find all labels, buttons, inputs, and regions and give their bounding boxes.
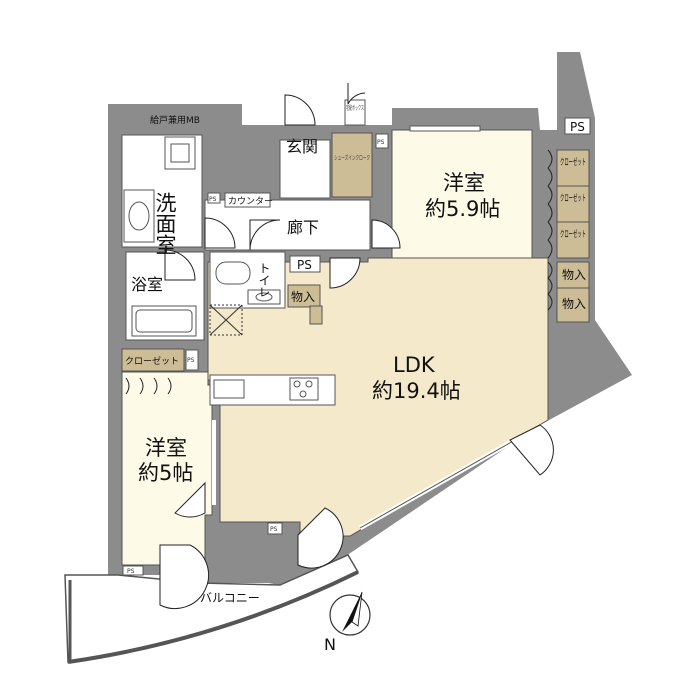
- closet-4: [121, 348, 185, 372]
- labels: 洋室 約5.9帖 LDK 約19.4帖 洋室 約5帖 玄関 廊下 洗面室 浴室 …: [122, 104, 591, 576]
- counter-top: [224, 192, 271, 208]
- svg-text:クローゼット: クローゼット: [560, 156, 586, 168]
- ldk-name: LDK: [393, 353, 436, 377]
- compass: N: [324, 591, 371, 654]
- hallway-label: 廊下: [287, 218, 319, 237]
- svg-text:PS: PS: [297, 258, 312, 272]
- svg-text:PS: PS: [187, 357, 195, 364]
- washroom-label: 洗面室: [153, 192, 177, 255]
- svg-text:PS: PS: [570, 120, 585, 134]
- entrance-door: [284, 94, 316, 126]
- balcony-rail: [67, 570, 359, 664]
- ldk-size: 約19.4帖: [372, 379, 461, 403]
- svg-text:クローゼット: クローゼット: [125, 355, 179, 367]
- closet-1: [556, 149, 590, 187]
- svg-text:PS: PS: [270, 526, 278, 533]
- toilet-door: [249, 219, 281, 251]
- storage-1: [556, 261, 590, 289]
- western-1-size: 約5.9帖: [425, 197, 500, 221]
- compass-needle: [342, 592, 362, 632]
- storage-4: [309, 305, 323, 325]
- western-2-door: [174, 481, 206, 518]
- western-2-size: 約5帖: [138, 461, 193, 485]
- entrance-label: 玄関: [286, 137, 318, 156]
- ps-labels: PS PS PS PS PS PS PS: [122, 117, 591, 576]
- svg-text:物入: 物入: [562, 268, 586, 282]
- balcony: バルコニー: [64, 554, 360, 664]
- balcony-door-3: [509, 424, 554, 476]
- shoe-closet-fill: [331, 132, 373, 198]
- mb-label: 給戸兼用MB: [150, 114, 200, 126]
- compass-ring: [329, 594, 371, 636]
- delivery-box: [344, 99, 366, 126]
- delivery-box-label: 宅配ボックス: [346, 104, 364, 112]
- western-1-name: 洋室: [443, 171, 485, 195]
- storage-2: [556, 287, 590, 323]
- bathroom-label: 浴室: [131, 275, 163, 294]
- balcony-door-2: [297, 507, 344, 569]
- ldk-door: [329, 257, 361, 289]
- window-top: [409, 125, 481, 132]
- washroom-door: [204, 217, 236, 249]
- compass-north-label: N: [324, 635, 336, 654]
- closet-2: [556, 185, 590, 223]
- svg-text:クローゼット: クローゼット: [560, 192, 586, 204]
- balcony-door-1: [159, 544, 210, 610]
- svg-text:物入: 物入: [562, 297, 586, 311]
- entrance-floor: [279, 139, 331, 199]
- svg-text:クローゼット: クローゼット: [560, 228, 586, 240]
- closet-3: [556, 221, 590, 259]
- bath-door: [164, 249, 196, 281]
- storage-3: [287, 284, 321, 308]
- fridge-space: [209, 304, 243, 336]
- shoe-closet-label: シューズインクローク: [334, 154, 370, 162]
- toilet-bowl: [215, 261, 251, 285]
- closets: クローゼット クローゼット クローゼット 物入 物入 物入 クローゼット: [121, 149, 590, 395]
- toilet-label: トイレ: [257, 262, 271, 298]
- svg-text:物入: 物入: [291, 290, 315, 304]
- fixtures: [123, 99, 517, 531]
- delivery-door: [347, 83, 366, 105]
- counter-label: カウンター: [228, 196, 273, 207]
- doors: [159, 83, 554, 610]
- svg-text:PS: PS: [377, 139, 385, 146]
- western-1-door: [371, 219, 401, 249]
- svg-text:PS: PS: [209, 196, 217, 203]
- balcony-label: バルコニー: [200, 591, 260, 605]
- svg-text:PS: PS: [127, 568, 135, 575]
- western-2-name: 洋室: [145, 436, 187, 460]
- western-room-1-floor: [391, 129, 533, 259]
